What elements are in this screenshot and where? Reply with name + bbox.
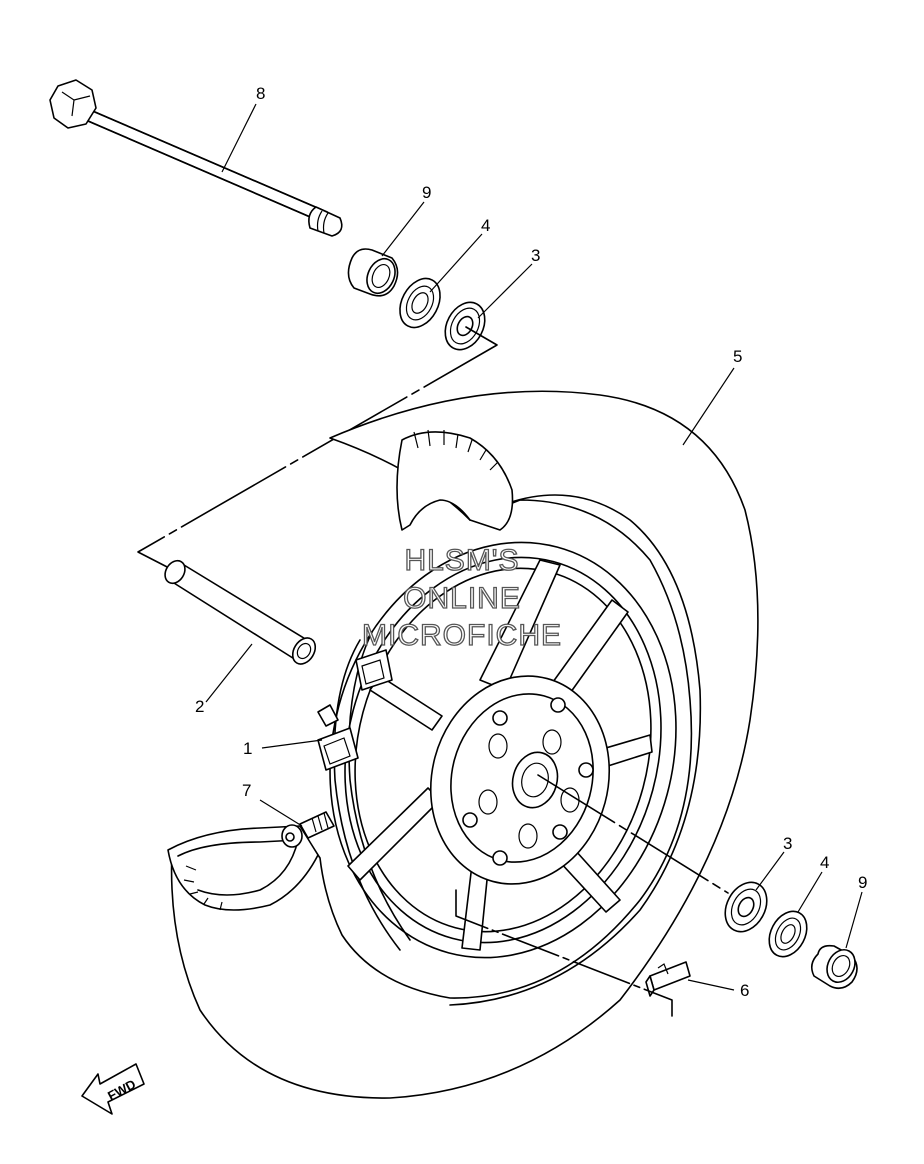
callout-3-upper: 3 xyxy=(531,246,540,265)
axle-shaft[interactable] xyxy=(49,79,343,237)
balance-weight[interactable] xyxy=(645,961,691,997)
callout-4-lower: 4 xyxy=(820,853,829,872)
assembly-centerline-upper xyxy=(137,326,498,571)
bearing-lower[interactable] xyxy=(717,875,775,939)
callout-4-upper: 4 xyxy=(481,216,490,235)
collar-upper[interactable] xyxy=(347,248,400,298)
tire[interactable] xyxy=(167,390,759,1099)
callout-9-lower: 9 xyxy=(858,873,867,892)
callout-6: 6 xyxy=(740,981,749,1000)
weight-leader-line xyxy=(455,889,673,1017)
callout-labels: 8 9 4 3 5 2 1 7 3 4 9 6 xyxy=(195,84,867,1000)
oil-seal-upper[interactable] xyxy=(392,272,448,335)
forward-arrow-icon: FWD xyxy=(81,1063,145,1115)
leader-lines xyxy=(205,103,863,991)
callout-7: 7 xyxy=(242,781,251,800)
watermark-line-2: ONLINE xyxy=(403,582,521,615)
callout-2: 2 xyxy=(195,697,204,716)
cast-wheel[interactable] xyxy=(284,503,721,997)
callout-8: 8 xyxy=(256,84,265,103)
callout-1: 1 xyxy=(243,739,252,758)
spacer-tube[interactable] xyxy=(161,557,320,668)
bearing-upper[interactable] xyxy=(437,295,492,356)
collar-lower[interactable] xyxy=(810,944,861,990)
assembly-centerline-lower xyxy=(537,774,729,894)
callout-3-lower: 3 xyxy=(783,834,792,853)
tire-valve[interactable] xyxy=(281,811,335,848)
watermark: HLSM'S ONLINE MICROFICHE xyxy=(361,543,562,652)
watermark-line-3: MICROFICHE xyxy=(362,619,562,652)
callout-9-upper: 9 xyxy=(422,183,431,202)
callout-5: 5 xyxy=(733,347,742,366)
watermark-line-1: HLSM'S xyxy=(404,544,519,577)
oil-seal-lower[interactable] xyxy=(762,905,815,963)
